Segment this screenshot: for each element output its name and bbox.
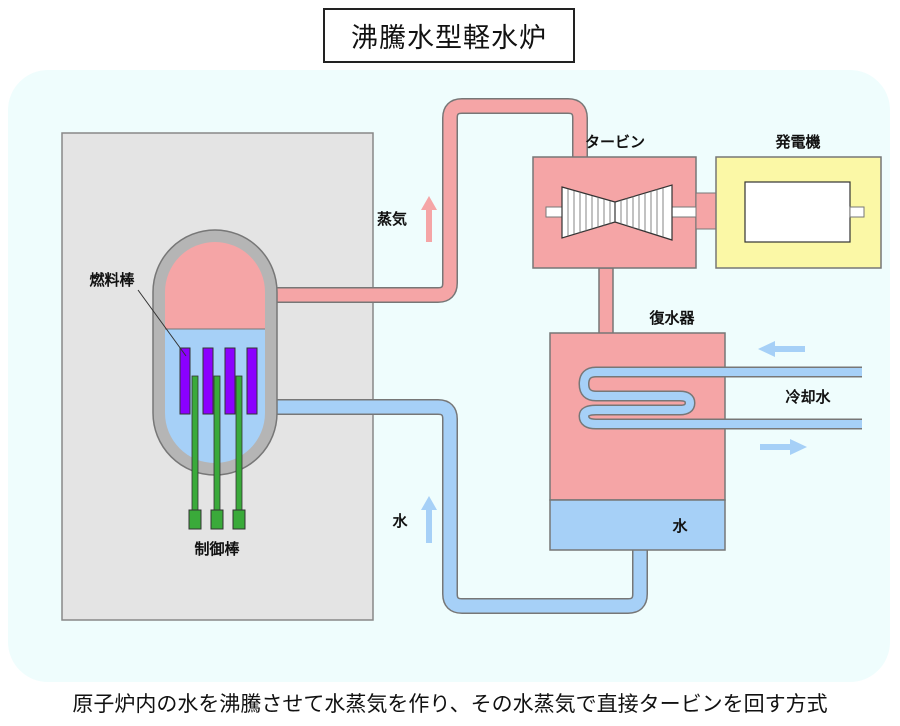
exhaust-pipe	[598, 267, 614, 335]
condenser-water	[549, 499, 726, 551]
control-rods	[188, 375, 246, 530]
turbine-rotor	[561, 184, 673, 241]
steam-pipe	[265, 99, 587, 302]
fuel-rods-label: 燃料棒	[89, 271, 135, 289]
turbine-label: タービン	[585, 133, 645, 151]
cooling-water-label: 冷却水	[785, 388, 831, 406]
condenser-body	[549, 332, 726, 501]
water-flow-arrow	[421, 496, 437, 543]
condenser-water-label: 水	[672, 517, 688, 535]
fuel-rod	[202, 347, 214, 415]
control-rod-shaft	[191, 375, 199, 511]
vessel-steam	[165, 242, 265, 329]
condenser-label: 復水器	[648, 309, 695, 327]
shaft-coupling	[695, 192, 717, 230]
control-rods-label: 制御棒	[194, 540, 240, 558]
fuel-rods-leader	[137, 289, 187, 357]
water-flow-label: 水	[392, 512, 408, 530]
steam-label: 蒸気	[377, 210, 407, 228]
control-rod-shaft	[235, 375, 243, 511]
cooling-out-arrow	[760, 439, 807, 455]
diagram-caption: 原子炉内の水を沸騰させて水蒸気を作り、その水蒸気で直接タービンを回す方式	[72, 692, 828, 716]
control-rod-base	[210, 509, 224, 530]
control-rod-base	[232, 509, 246, 530]
generator-label: 発電機	[774, 133, 820, 151]
fuel-rod	[179, 347, 191, 415]
fuel-rod	[246, 347, 258, 415]
fuel-rod	[224, 347, 236, 415]
steam-flow-arrow	[421, 196, 437, 242]
cooling-in-arrow	[758, 341, 805, 357]
fuel-rods	[179, 347, 258, 415]
diagram-title: 沸騰水型軽水炉	[323, 8, 575, 63]
control-rod-shaft	[213, 375, 221, 511]
water-pipe	[265, 400, 647, 613]
generator-shaft-end	[849, 206, 865, 218]
generator-core	[744, 181, 851, 243]
control-rod-base	[188, 509, 202, 530]
cooling-coil	[580, 368, 862, 428]
